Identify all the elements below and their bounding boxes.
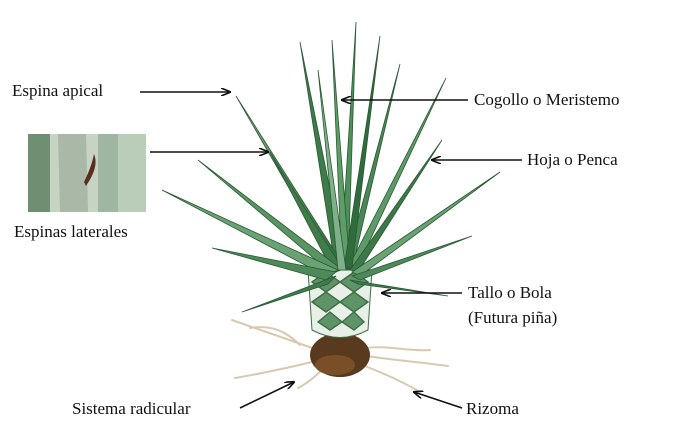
arrow-sistema-radicular bbox=[240, 382, 294, 408]
label-espina-apical: Espina apical bbox=[12, 81, 103, 101]
arrow-rizoma bbox=[414, 392, 462, 408]
label-hoja-penca: Hoja o Penca bbox=[527, 150, 618, 170]
lateral-spine-inset-image bbox=[28, 134, 146, 212]
label-espinas-laterales: Espinas laterales bbox=[14, 222, 128, 242]
label-sistema-radicular: Sistema radicular bbox=[72, 399, 191, 419]
stem-bola bbox=[308, 270, 372, 338]
label-tallo-bola: Tallo o Bola bbox=[468, 283, 552, 303]
label-futura-pina: (Futura piña) bbox=[468, 308, 557, 328]
leaves bbox=[162, 22, 500, 312]
label-rizoma: Rizoma bbox=[466, 399, 519, 419]
label-cogollo-meristemo: Cogollo o Meristemo bbox=[474, 90, 619, 110]
